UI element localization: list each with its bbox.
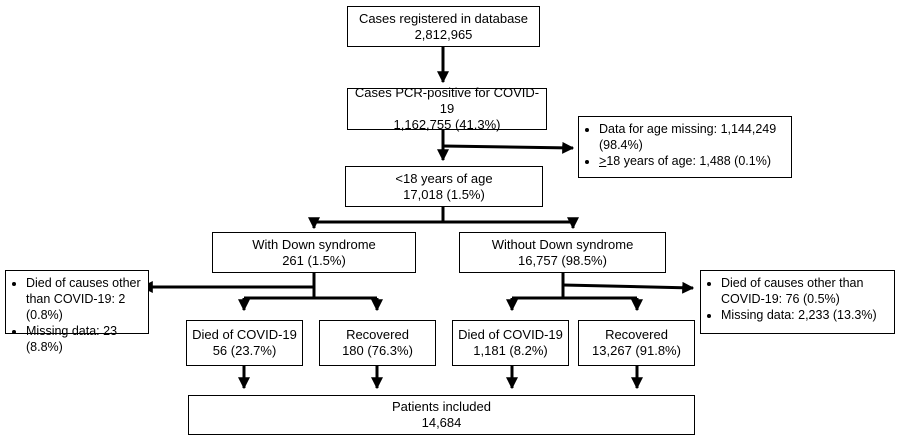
ds-recovered-count: 180 (76.3%): [342, 343, 413, 358]
without-ds-missing-item: Missing data: 2,233 (13.3%): [721, 307, 888, 323]
nods-died-count: 1,181 (8.2%): [473, 343, 548, 358]
registered-label: Cases registered in database: [358, 10, 529, 26]
nods-recovered-count: 13,267 (91.8%): [592, 343, 681, 358]
under18-count: 17,018 (1.5%): [403, 186, 485, 202]
with-ds-box: With Down syndrome 261 (1.5%): [212, 232, 416, 273]
under18-box: <18 years of age 17,018 (1.5%): [345, 166, 543, 207]
with-ds-other-causes-item: Died of causes other than COVID-19: 2 (0…: [26, 275, 142, 323]
without-ds-label: Without Down syndrome: [491, 236, 634, 252]
pcr-positive-box: Cases PCR-positive for COVID-19 1,162,75…: [347, 85, 547, 132]
with-ds-missing-item: Missing data: 23 (8.8%): [26, 323, 142, 355]
patients-included-label: Patients included: [391, 399, 491, 414]
nods-died-box: Died of COVID-19 1,181 (8.2%): [452, 320, 569, 366]
greater-equal-symbol: >: [599, 154, 607, 168]
without-ds-box: Without Down syndrome 16,757 (98.5%): [459, 232, 666, 273]
ds-recovered-box: Recovered 180 (76.3%): [319, 320, 436, 366]
patients-included-count: 14,684: [421, 415, 462, 430]
without-ds-other-causes-item: Died of causes other than COVID-19: 76 (…: [721, 275, 888, 307]
age-over18-text: 18 years of age: 1,488 (0.1%): [606, 154, 771, 168]
age-missing-item: Data for age missing: 1,144,249 (98.4%): [599, 121, 785, 153]
with-ds-exclusion-box: Died of causes other than COVID-19: 2 (0…: [5, 270, 149, 354]
age-over18-item: >18 years of age: 1,488 (0.1%): [599, 153, 785, 169]
nods-recovered-box: Recovered 13,267 (91.8%): [578, 320, 695, 366]
registered-box: Cases registered in database 2,812,965: [347, 6, 540, 47]
arrow-to-age-exclusion: [442, 141, 575, 154]
ds-died-box: Died of COVID-19 56 (23.7%): [186, 320, 303, 366]
age-exclusion-box: Data for age missing: 1,144,249 (98.4%) …: [578, 116, 792, 178]
arrow-to-nods-exclusion: [562, 281, 695, 294]
pcr-positive-label: Cases PCR-positive for COVID-19: [354, 85, 540, 116]
registered-count: 2,812,965: [414, 26, 473, 42]
ds-died-label: Died of COVID-19: [192, 327, 297, 342]
nods-recovered-label: Recovered: [605, 327, 668, 342]
with-ds-count: 261 (1.5%): [282, 252, 346, 268]
without-ds-exclusion-box: Died of causes other than COVID-19: 76 (…: [700, 270, 895, 334]
ds-died-count: 56 (23.7%): [212, 343, 277, 358]
patients-included-box: Patients included 14,684: [188, 395, 695, 435]
under18-label: <18 years of age: [395, 170, 493, 186]
with-ds-label: With Down syndrome: [252, 236, 376, 252]
pcr-positive-count: 1,162,755 (41.3%): [393, 117, 501, 132]
ds-recovered-label: Recovered: [346, 327, 409, 342]
without-ds-count: 16,757 (98.5%): [518, 252, 607, 268]
nods-died-label: Died of COVID-19: [458, 327, 563, 342]
